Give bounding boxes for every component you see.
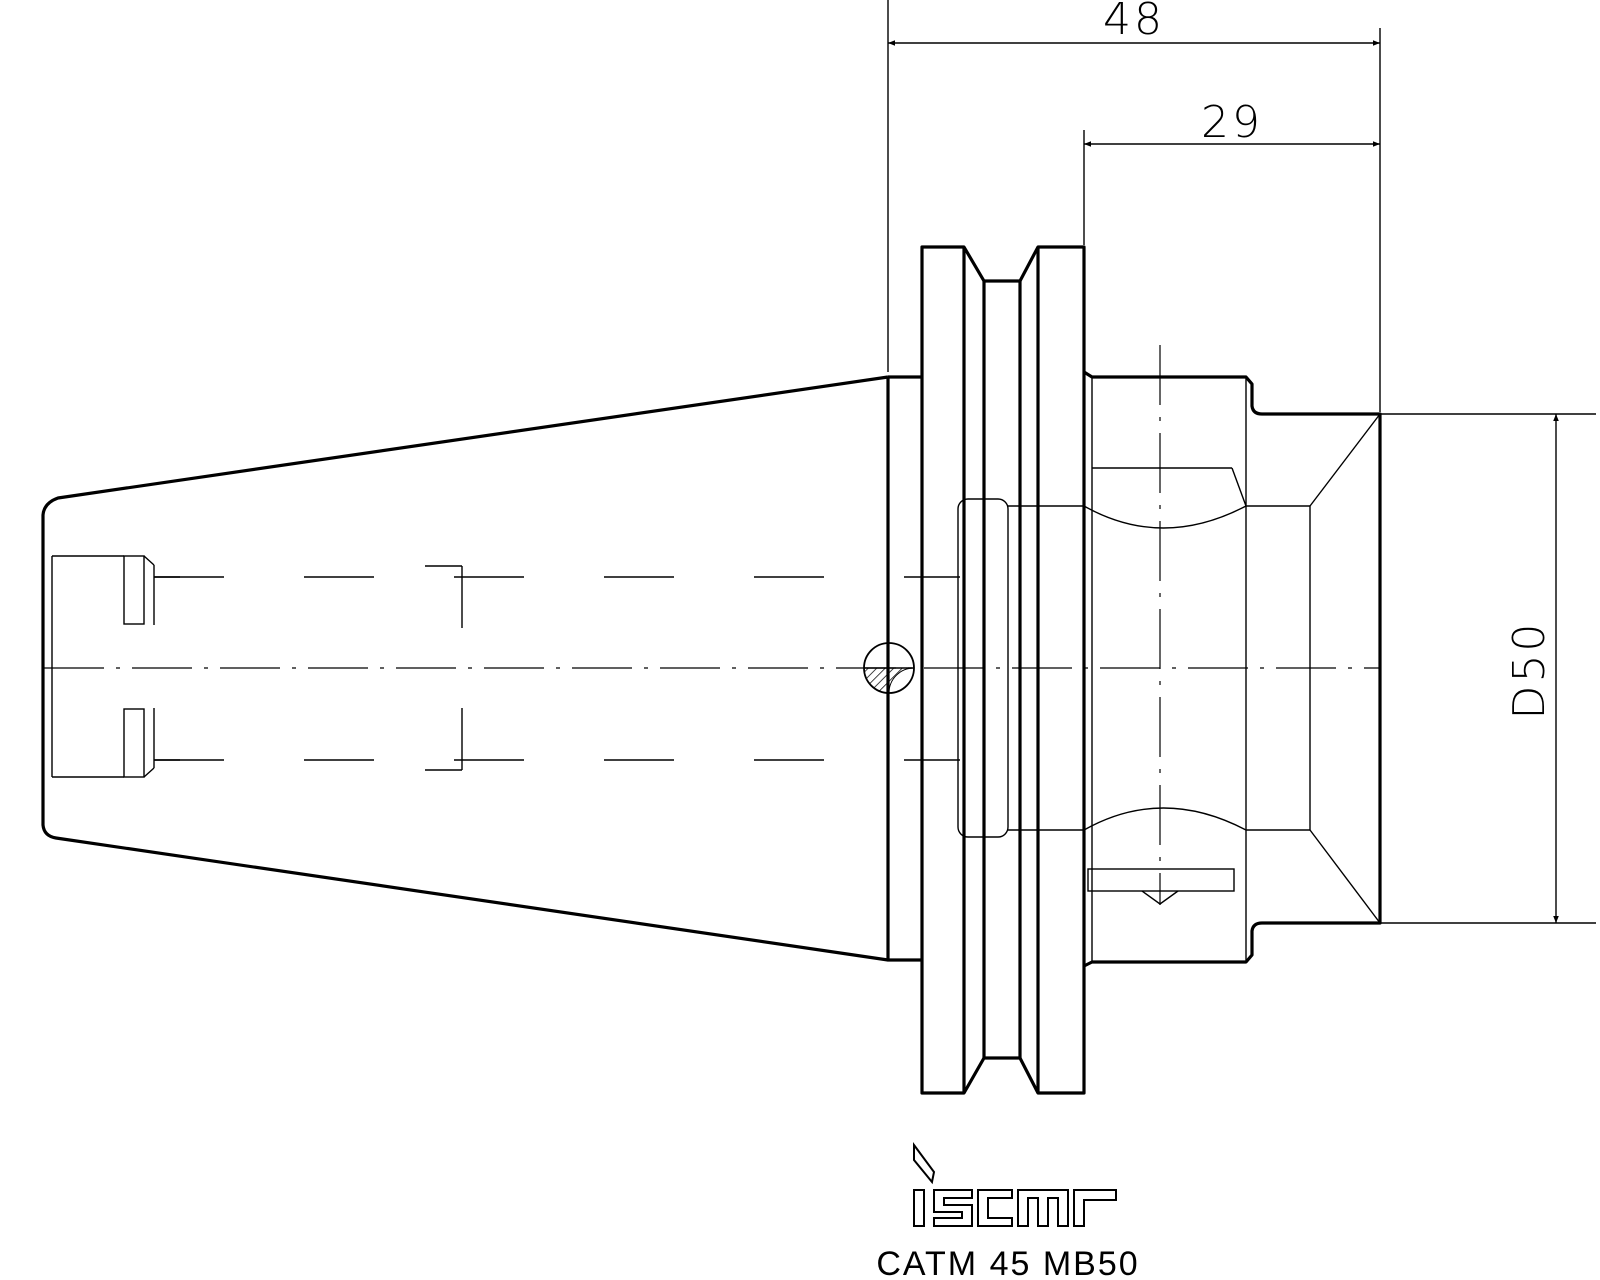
flange: [886, 245, 1086, 1095]
dimension-48-label: 48: [1103, 0, 1165, 45]
dimension-29: 29: [1083, 97, 1380, 245]
dimension-d50: D50: [1380, 413, 1596, 924]
adapter-body: [1083, 370, 1382, 968]
taper-shank: [41, 375, 889, 962]
dimension-29-label: 29: [1201, 97, 1263, 148]
hidden-bore-lines: [154, 565, 960, 771]
part-number: CATM 45 MB50: [876, 1245, 1139, 1280]
dimension-d50-label: D50: [1504, 621, 1555, 720]
dimension-48: 48: [887, 0, 1381, 412]
centre-lines: [44, 345, 1380, 905]
iscar-logo: [913, 1141, 1117, 1227]
